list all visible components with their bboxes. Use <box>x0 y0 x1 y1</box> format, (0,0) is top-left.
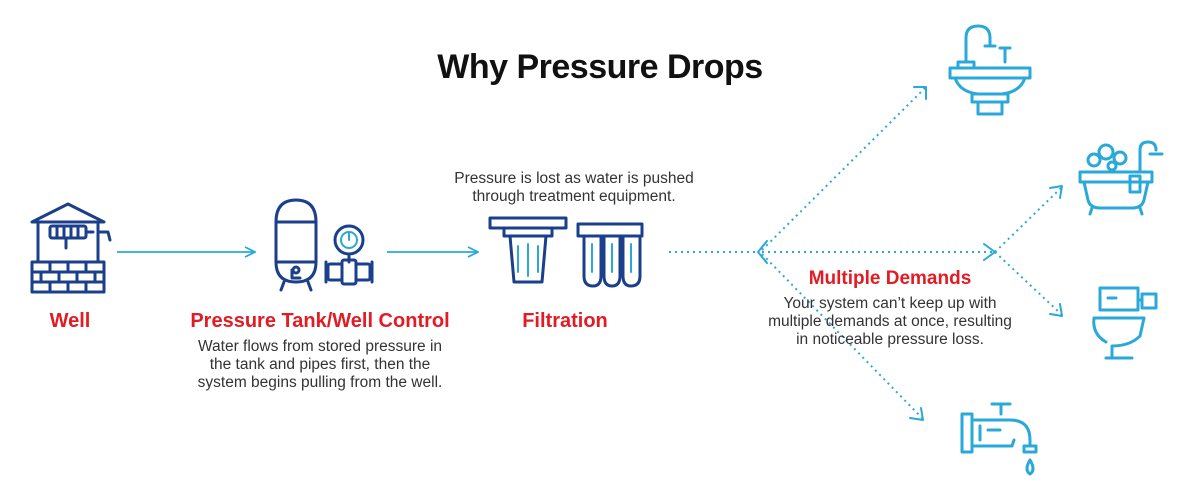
pressure-tank-description: Water flows from stored pressure in the … <box>160 338 480 392</box>
sink-icon <box>948 24 1032 116</box>
faucet-icon <box>960 402 1038 476</box>
pressure-tank-icon <box>274 198 318 292</box>
branch-to-bathtub <box>994 187 1062 253</box>
page-title: Why Pressure Drops <box>437 48 763 86</box>
multiple-demands-label: Multiple Demands <box>808 268 972 289</box>
filtration-desc-line: through treatment equipment. <box>472 188 676 205</box>
filtration-label: Filtration <box>522 310 608 332</box>
branch-to-faucet <box>761 253 923 419</box>
branch-to-sink <box>761 87 926 251</box>
bathtub-icon <box>1078 140 1164 216</box>
filter-icon <box>488 216 568 284</box>
well-icon <box>30 202 112 294</box>
branch-arrows <box>761 87 1062 419</box>
toilet-icon <box>1092 286 1158 360</box>
pressure-gauge-icon <box>324 224 374 286</box>
filtration-description: Pressure is lost as water is pushed thro… <box>424 170 724 206</box>
well-label: Well <box>49 310 91 332</box>
multiple-demands-desc-line: Your system can’t keep up with <box>783 295 997 312</box>
pressure-tank-desc-line: system begins pulling from the well. <box>197 374 443 391</box>
multi-stage-filter-icon <box>576 222 644 288</box>
pressure-tank-label: Pressure Tank/Well Control <box>190 310 450 332</box>
branch-arrowheads <box>757 86 1063 421</box>
filtration-desc-line: Pressure is lost as water is pushed <box>454 170 694 187</box>
pressure-tank-desc-line: the tank and pipes first, then the <box>209 356 431 373</box>
pressure-tank-desc-line: Water flows from stored pressure in <box>197 338 443 355</box>
multiple-demands-desc-line: multiple demands at once, resulting <box>768 313 1012 330</box>
multiple-demands-description: Your system can’t keep up with multiple … <box>740 295 1040 349</box>
multiple-demands-desc-line: in noticeable pressure loss. <box>796 331 984 348</box>
